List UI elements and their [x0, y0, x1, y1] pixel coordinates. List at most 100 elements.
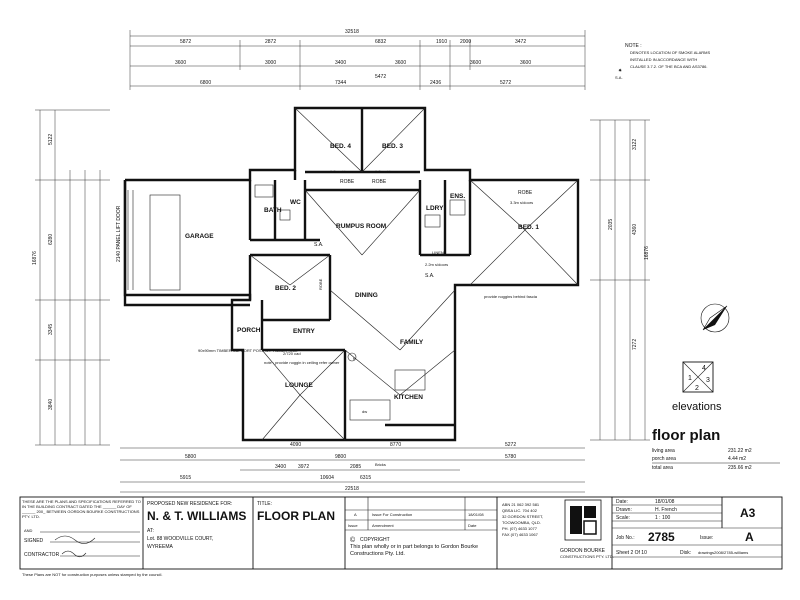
fridge-space	[347, 352, 357, 362]
dim-bottom-total: 22518	[345, 486, 359, 492]
smoke-alarm-star-icon: ✷	[618, 68, 622, 74]
copyright-text: This plan wholly or in part belongs to G…	[350, 544, 479, 557]
note-line3: CLAUSE 3.7.2. OF THE BCA AND AS3786.	[630, 64, 708, 69]
north-arrow-icon	[700, 303, 730, 333]
proposed-label: PROPOSED NEW RESIDENCE FOR:	[147, 501, 232, 507]
kitchen-bench	[349, 399, 391, 421]
company-info-4: PH. (07) 4633 1077	[502, 526, 538, 531]
footer-note: These Plans are NOT for construction pur…	[22, 572, 162, 577]
contractor-label: CONTRACTOR	[24, 552, 60, 558]
company-name: GORDON BOURKE	[560, 548, 606, 554]
smoke-alarm-note: NOTE : DENOTES LOCATION OF SMOKE ALARMS …	[615, 43, 710, 80]
dim-top-mid: 2872	[265, 39, 276, 45]
room-lounge: LOUNGE	[285, 382, 313, 389]
dim-row3-1: 7344	[335, 80, 346, 86]
amendment-header: Amendment	[372, 523, 394, 528]
robe-bed1: ROBE	[518, 190, 533, 196]
room-entry: ENTRY	[293, 328, 315, 335]
elevation-n2: 2	[695, 385, 699, 392]
dim-left-3: 3840	[48, 399, 54, 410]
room-dining: DINING	[355, 292, 378, 299]
dim-bottom-0: 4090	[290, 442, 301, 448]
room-bed1: BED. 1	[518, 224, 539, 231]
wc-pan	[279, 209, 291, 221]
title-block: THESE ARE THE PLANS AND SPECIFICATIONS R…	[19, 496, 783, 577]
dim-bottommid-0: 3400	[275, 464, 286, 470]
drawn-label: Drawn:	[616, 507, 632, 513]
issue-row-1: A	[354, 512, 357, 517]
dim-row2-0: 3600	[175, 60, 186, 66]
area-label-1: porch area	[652, 456, 676, 462]
elevation-key: 4 1 3 2 elevations	[672, 361, 722, 413]
dim-right-3: 2035	[608, 219, 614, 230]
company-logo-icon	[564, 499, 602, 541]
dim-left-0: 5122	[48, 134, 54, 145]
dim-row3-0: 6800	[200, 80, 211, 86]
top-dimensions: 32518 5872 2872 6832 1910 2000 3472 3600…	[129, 29, 586, 90]
label-panel-lift-door: 2140 PANEL LIFT DOOR	[116, 205, 122, 262]
dim-row2-5: 3600	[520, 60, 531, 66]
dim-top-right-a: 6832	[375, 39, 386, 45]
label-s-doors-bed4: 1.8m s/doors	[330, 169, 353, 174]
scale-value: 1 : 100	[655, 515, 671, 521]
dim-top-right-b: 1910	[436, 39, 447, 45]
elevation-key-box	[682, 361, 714, 393]
area-schedule: floor plan living area 231.22 m2 porch a…	[652, 427, 780, 471]
exterior-walls	[123, 106, 580, 442]
dim-right-1: 4360	[632, 224, 638, 235]
label-note-noggin: note : provide noggin in ceiling refer o…	[264, 360, 340, 365]
bottom-dimensions: 4090 8770 5272 5800 9800 5780 3400 10604…	[120, 442, 585, 493]
scale-label: Scale:	[616, 515, 630, 521]
room-bath: BATH	[264, 207, 282, 214]
ceiling-lines	[249, 107, 579, 441]
disk-label: Disk:	[680, 550, 691, 556]
dim-bottommid-2: 3972	[298, 464, 309, 470]
robe-bed2: ROBE	[318, 278, 323, 290]
area-value-0: 231.22 m2	[728, 448, 752, 454]
job-label: Job No.:	[616, 535, 635, 541]
label-s-doors-linen: 2.2m s/doors	[425, 262, 448, 267]
dim-row2-2: 3400	[335, 60, 346, 66]
room-labels: BED. 4 BED. 3 BED. 1 BED. 2 GARAGE RUMPU…	[185, 143, 539, 401]
dim-bottom-2: 5272	[505, 442, 516, 448]
dim-bottom2-0: 5800	[185, 454, 196, 460]
issue-value: A	[745, 530, 754, 544]
title-label: TITLE:	[257, 501, 272, 507]
garage-fixtures	[127, 184, 466, 421]
company-info-3: TOOWOOMBA, QLD.	[502, 520, 541, 525]
room-ens: ENS.	[450, 193, 465, 200]
dim-bottom2-4: 5780	[505, 454, 516, 460]
area-value-2: 235.66 m2	[728, 465, 752, 471]
note-line1: DENOTES LOCATION OF SMOKE ALARMS	[630, 50, 710, 55]
room-garage: GARAGE	[185, 233, 214, 240]
client-name: N. & T. WILLIAMS	[147, 509, 246, 523]
dim-right-2: 7272	[632, 339, 638, 350]
label-smoke-alarm-1: S.A.	[314, 242, 323, 248]
room-bed4: BED. 4	[330, 143, 351, 150]
issue-date-1: 18/01/08	[468, 512, 484, 517]
date-value: 18/01/08	[655, 499, 675, 505]
room-family: FAMILY	[400, 339, 424, 346]
area-value-1: 4.44 m2	[728, 456, 746, 462]
disk-value: drawings2008/2785-williams	[698, 550, 748, 555]
area-label-2: total area	[652, 465, 673, 471]
dim-bottommid-1: 10604	[320, 475, 334, 481]
contract-and: AND	[24, 528, 33, 533]
issue-header: Issue	[348, 523, 358, 528]
elevation-n1: 1	[688, 375, 692, 382]
elevation-n3: 3	[706, 377, 710, 384]
contract-text: THESE ARE THE PLANS AND SPECIFICATIONS R…	[22, 499, 141, 519]
label-s-doors-bed1: 3.3m s/doors	[510, 200, 533, 205]
dim-left-total: 16876	[32, 251, 38, 265]
robe-bed3: ROBE	[372, 179, 387, 185]
elevation-n4: 4	[702, 365, 706, 372]
company-info-0: ABN 21 062 392 581	[502, 502, 540, 507]
date-header: Date	[468, 523, 477, 528]
copyright-icon: ©	[350, 536, 356, 544]
label-bricks: Bricks	[375, 462, 386, 467]
dim-bottom-1: 8770	[390, 442, 401, 448]
room-rumpus: RUMPUS ROOM	[336, 223, 386, 230]
label-fr: fr	[353, 356, 356, 361]
dim-bottommid-3: 2085	[350, 464, 361, 470]
